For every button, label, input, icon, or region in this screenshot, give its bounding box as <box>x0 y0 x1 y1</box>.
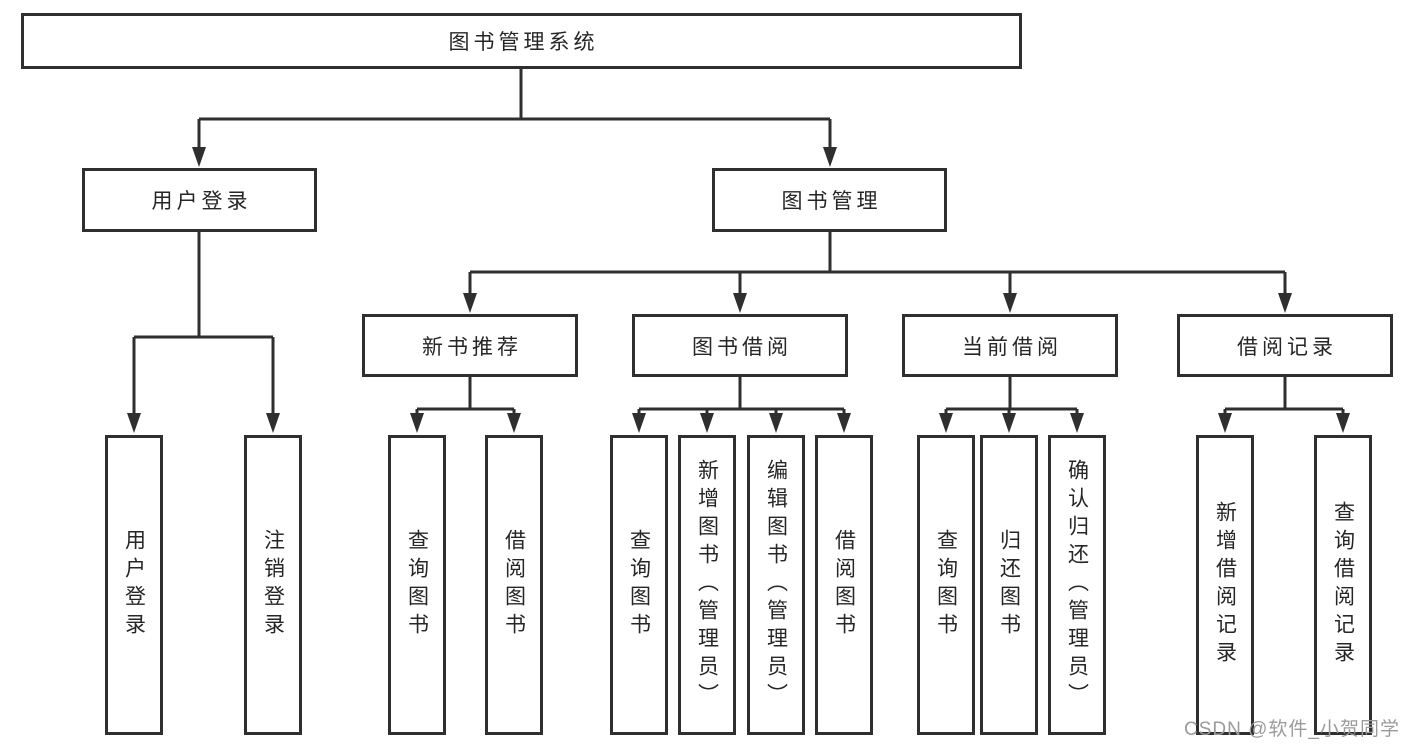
node-leaf-return-books: 归还图书 <box>980 435 1038 735</box>
node-user-login: 用户登录 <box>82 168 317 232</box>
node-root-system: 图书管理系统 <box>21 13 1022 69</box>
node-book-borrow: 图书借阅 <box>632 314 848 377</box>
node-leaf-confirm-return-admin: 确认归还（管理员） <box>1048 435 1106 735</box>
node-leaf-query-books-3: 查询图书 <box>917 435 975 735</box>
node-leaf-query-borrow-record: 查询借阅记录 <box>1314 435 1372 735</box>
node-leaf-query-books-2: 查询图书 <box>610 435 668 735</box>
csdn-watermark: CSDN @软件_小贺同学 <box>1184 719 1400 740</box>
node-leaf-logout: 注销登录 <box>244 435 302 735</box>
node-leaf-add-books-admin: 新增图书（管理员） <box>678 435 736 735</box>
node-leaf-borrow-books-2: 借阅图书 <box>815 435 873 735</box>
node-leaf-edit-books-admin: 编辑图书（管理员） <box>747 435 805 735</box>
node-current-borrow: 当前借阅 <box>902 314 1118 377</box>
node-leaf-borrow-books-1: 借阅图书 <box>485 435 543 735</box>
node-leaf-add-borrow-record: 新增借阅记录 <box>1196 435 1254 735</box>
node-borrow-records: 借阅记录 <box>1177 314 1393 377</box>
node-leaf-user-login: 用户登录 <box>105 435 163 735</box>
node-new-book-recommend: 新书推荐 <box>362 314 578 377</box>
node-leaf-query-books-1: 查询图书 <box>388 435 446 735</box>
node-book-management: 图书管理 <box>712 168 947 232</box>
